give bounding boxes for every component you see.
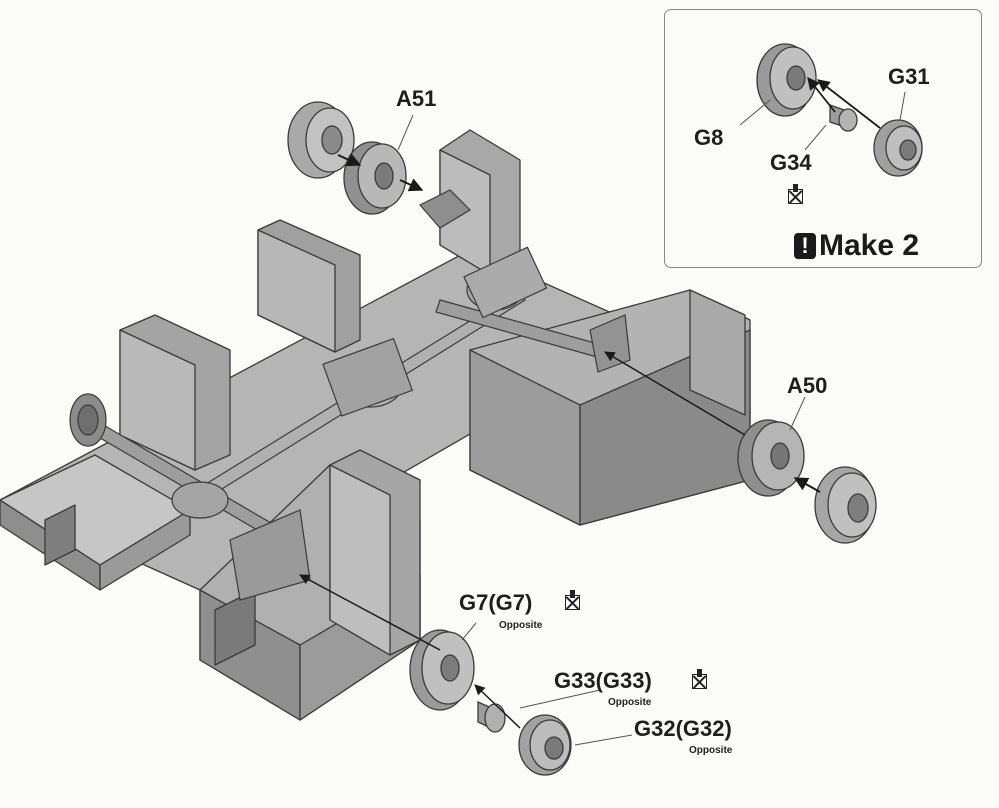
wheel-part-a50-outer [814,466,877,544]
label-a50: A50 [787,373,828,398]
label-g33: G33(G33) [554,668,652,693]
wheel-part-g32 [518,714,572,776]
no-glue-icon [692,669,707,689]
axle-part-g33 [477,700,506,733]
wheel-part-a51-outer [287,101,355,179]
inset-g31 [873,119,923,177]
label-g31: G31 [888,64,930,89]
label-g32: G32(G32) [634,716,732,741]
no-glue-icon [788,184,803,204]
exclamation-icon: ! [794,233,816,259]
label-g34: G34 [770,150,812,175]
label-g7-opposite: Opposite [499,620,543,631]
chassis-frame [0,129,751,721]
label-a51: A51 [396,86,437,111]
label-g33-opposite: Opposite [608,697,652,708]
inset-g8 [756,43,817,117]
wheel-part-a51 [343,141,407,215]
inset-box [664,9,982,268]
make-two-note: ! Make 2 [794,229,919,263]
drive-train [69,189,631,601]
label-g7: G7(G7) [459,590,533,615]
no-glue-icon [565,590,580,610]
label-g32-opposite: Opposite [689,745,733,756]
make-two-label: Make 2 [819,229,920,262]
label-g8: G8 [694,125,724,150]
wheel-part-g7 [409,629,475,711]
wheel-part-a50 [737,419,805,497]
